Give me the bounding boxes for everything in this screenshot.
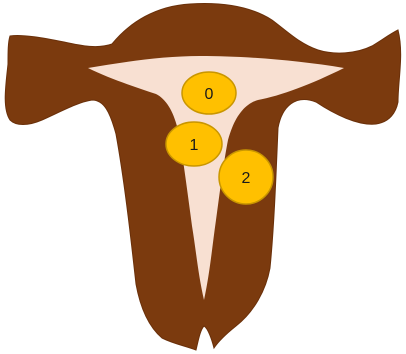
marker-0: 0 [182,72,236,114]
marker-0-label: 0 [205,86,214,103]
marker-1-label: 1 [190,137,199,154]
marker-1: 1 [166,122,222,166]
marker-2-label: 2 [242,170,251,187]
marker-2: 2 [219,150,273,204]
